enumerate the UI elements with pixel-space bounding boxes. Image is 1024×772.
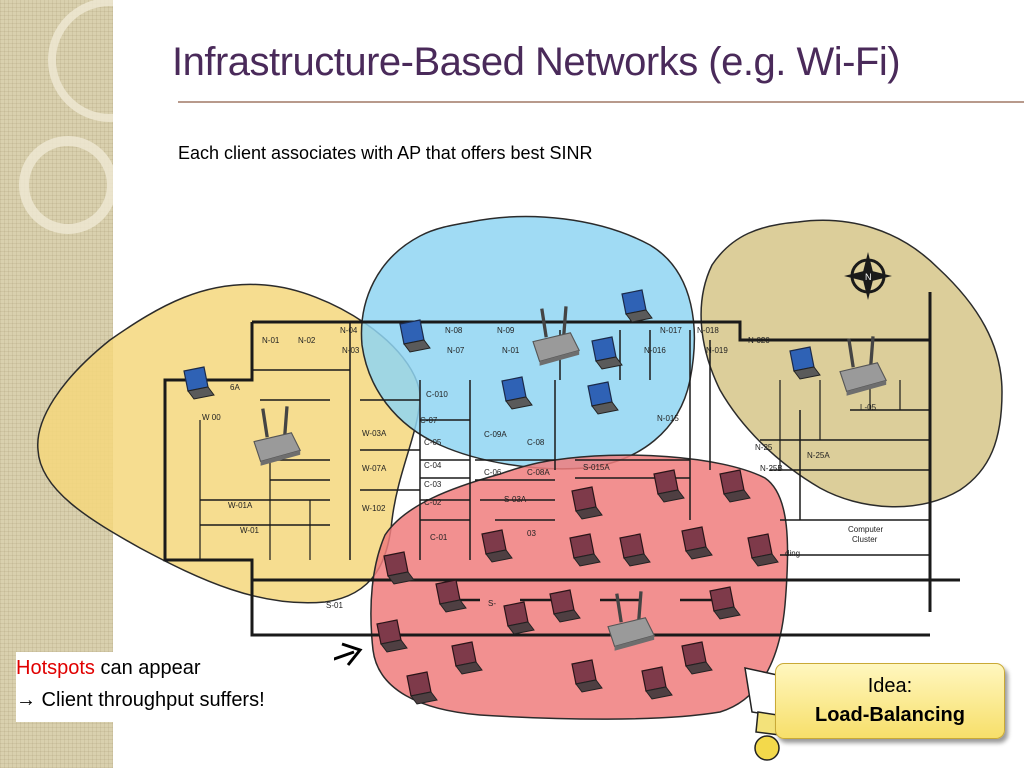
room-label: 03 [527, 529, 536, 538]
room-label: N-09 [497, 326, 515, 335]
room-label: N-017 [660, 326, 682, 335]
room-label: C-010 [426, 390, 448, 399]
room-label: C-04 [424, 461, 442, 470]
svg-text:N: N [865, 272, 872, 282]
room-label: S- [488, 599, 496, 608]
compass-icon: N [844, 252, 892, 300]
room-label: W-01 [240, 526, 260, 535]
room-label: N-25 [755, 443, 773, 452]
floor-plan [163, 292, 960, 637]
idea-label: Idea: [867, 675, 913, 697]
room-label: N-04 [340, 326, 358, 335]
room-label: N-25A [807, 451, 830, 460]
slide-title: Infrastructure-Based Networks (e.g. Wi-F… [172, 40, 901, 84]
room-label: W 00 [202, 413, 221, 422]
room-label: N-019 [706, 346, 728, 355]
room-label: N-08 [445, 326, 463, 335]
room-label: N-020 [748, 336, 770, 345]
idea-text: Load-Balancing [814, 704, 965, 726]
coverage-cells [37, 215, 1003, 720]
room-label: L-05 [860, 403, 877, 412]
room-label: S-03A [504, 495, 527, 504]
hotspot-note: Hotspots can appear → Client throughput … [16, 652, 334, 722]
room-label: N-25B [760, 464, 783, 473]
slide-subtitle: Each client associates with AP that offe… [178, 143, 593, 163]
room-label: Cluster [852, 535, 878, 544]
room-label: C-07 [420, 416, 438, 425]
room-label: C-08 [527, 438, 545, 447]
room-label: N-02 [298, 336, 316, 345]
room-label: Computer [848, 525, 883, 534]
room-label: W-03A [362, 429, 387, 438]
room-label: C-08A [527, 468, 550, 477]
room-label: S-015A [583, 463, 610, 472]
hotspot-note-text: can appear [100, 657, 201, 679]
room-label: C-05 [424, 438, 442, 447]
hotspot-note-line-1: Hotspots can appear [16, 652, 334, 684]
idea-box: Idea: Load-Balancing [775, 663, 1005, 739]
room-label: N-07 [447, 346, 465, 355]
room-label: C-02 [424, 498, 442, 507]
room-label: C-06 [484, 468, 502, 477]
room-label: C-01 [430, 533, 448, 542]
room-label: N-016 [644, 346, 666, 355]
room-label: W-102 [362, 504, 386, 513]
room-labels: N-01 N-02 N-04 N-03 N-08 N-07 N-09 N-01 … [202, 326, 883, 610]
room-label: N-03 [342, 346, 360, 355]
room-label: W-07A [362, 464, 387, 473]
room-label: N-01 [262, 336, 280, 345]
hotspots-highlight: Hotspots [16, 657, 95, 679]
room-label: S-01 [326, 601, 343, 610]
room-label: C-03 [424, 480, 442, 489]
hotspot-note-line-2: → Client throughput suffers! [16, 689, 265, 711]
room-label: N-018 [697, 326, 719, 335]
title-divider [178, 101, 1024, 103]
room-label: N-015 [657, 414, 679, 423]
room-label: N-01 [502, 346, 520, 355]
room-label: W-01A [228, 501, 253, 510]
room-label: C-09A [484, 430, 507, 439]
room-label: ding [785, 549, 800, 558]
room-label: 6A [230, 383, 240, 392]
